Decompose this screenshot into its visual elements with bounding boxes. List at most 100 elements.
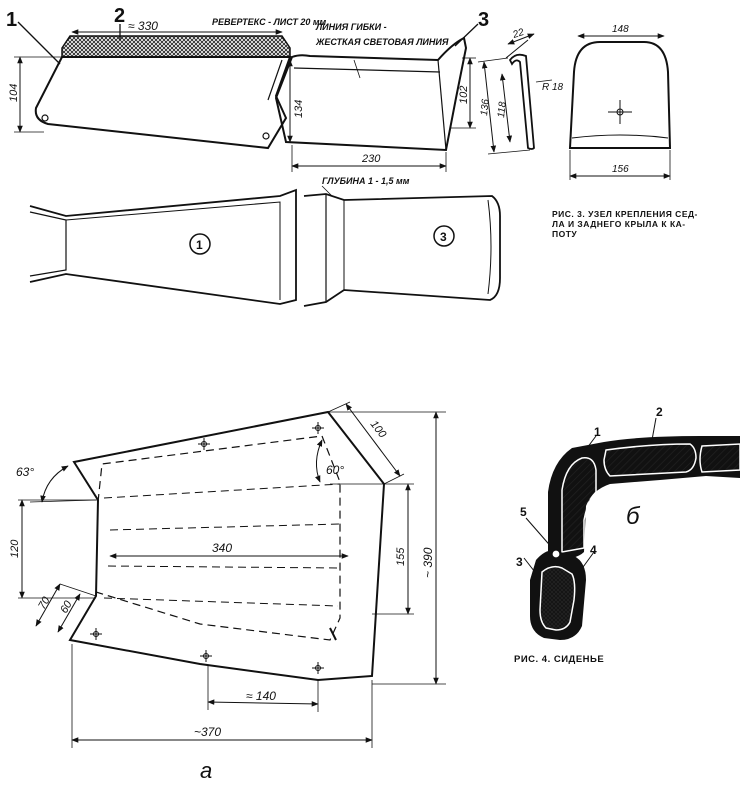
dim-118: 118 xyxy=(496,101,509,118)
dim-70: 70 xyxy=(36,594,53,611)
dimension-line xyxy=(481,61,497,153)
dim-22: 22 xyxy=(511,27,526,41)
note-bend-line: ЛИНИЯ ГИБКИ - xyxy=(315,22,387,32)
dim-340: 340 xyxy=(212,541,232,555)
dim-120: 120 xyxy=(9,539,21,558)
fold-line xyxy=(103,483,341,499)
dim-330: ≈ 330 xyxy=(128,19,158,33)
seat-part-1: 1 xyxy=(594,425,601,439)
seat-hole-markers xyxy=(90,422,324,674)
caption3-line3: ПОТУ xyxy=(552,229,577,239)
leader-line xyxy=(525,517,555,551)
extension-line xyxy=(59,583,97,597)
angle-arc xyxy=(40,465,69,503)
tick-mark xyxy=(329,627,337,641)
fold-line xyxy=(103,597,339,607)
fold-line xyxy=(109,523,341,531)
part1-inner-edge xyxy=(267,59,283,101)
note-depth: ГЛУБИНА 1 - 1,5 мм xyxy=(322,176,410,186)
fold-line xyxy=(107,565,341,569)
note-revertex: РЕВЕРТЕКС - ЛИСТ 20 мм xyxy=(212,17,327,27)
part1-top-outline xyxy=(29,188,297,305)
fig3-hook-detail: 22 R 18 136 118 xyxy=(477,27,564,155)
leader-line xyxy=(651,417,657,441)
circled-number-1: 1 xyxy=(196,238,203,252)
label-b: б xyxy=(626,503,641,530)
leader-line xyxy=(454,23,479,47)
part1-top-edge xyxy=(65,201,281,300)
dimension-line xyxy=(507,33,535,45)
dim-134: 134 xyxy=(293,100,305,118)
angle-60: 60° xyxy=(326,463,344,477)
dim-156: 156 xyxy=(612,164,629,175)
front-view-curve xyxy=(571,134,669,139)
hole-marker xyxy=(262,132,270,140)
seat-outer-contour xyxy=(68,410,386,682)
part3-top-outline xyxy=(303,193,501,307)
hole-marker xyxy=(41,114,49,122)
extension-line xyxy=(477,57,509,63)
fig4b-seat-section: 1 2 3 4 5 б РИС. 4. СИДЕНЬЕ xyxy=(514,405,741,665)
circled-number-3-badge xyxy=(433,225,455,247)
angle-63: 63° xyxy=(16,465,34,479)
leader-line xyxy=(321,185,333,197)
seat-part-4: 4 xyxy=(590,543,597,557)
hook-profile xyxy=(508,53,535,150)
dimension-line xyxy=(57,593,81,633)
dim-136: 136 xyxy=(479,98,492,116)
leader-line xyxy=(577,551,595,575)
fig3-side-view: 1 2 3 ≈ 330 РЕВЕРТЕКС - ЛИСТ 20 мм 104 Л… xyxy=(6,5,489,172)
dimension-line xyxy=(35,583,61,627)
seat-inner-contour xyxy=(95,435,341,641)
circled-number-1-badge xyxy=(189,233,211,255)
seat-part-3: 3 xyxy=(516,555,523,569)
dim-148: 148 xyxy=(612,24,629,35)
dimension-line xyxy=(499,73,513,143)
dim-102: 102 xyxy=(458,86,470,104)
revertex-strip xyxy=(61,35,291,58)
seat-cushion xyxy=(603,443,697,477)
leader-line xyxy=(353,59,361,79)
note-bend-line-2: ЖЕСТКАЯ СВЕТОВАЯ ЛИНИЯ xyxy=(315,37,449,47)
seat-part-2: 2 xyxy=(656,405,663,419)
fig3-top-views: 1 3 ГЛУБИНА 1 - 1,5 мм xyxy=(29,176,501,307)
fig3-front-view: 148 156 xyxy=(568,24,672,180)
part-number-1: 1 xyxy=(6,9,17,31)
dim-140: ≈ 140 xyxy=(246,689,276,703)
extension-line xyxy=(327,401,351,413)
seat-part-5: 5 xyxy=(520,505,527,519)
extension-line xyxy=(383,473,405,485)
extension-line xyxy=(487,149,531,155)
part-number-3: 3 xyxy=(478,9,489,31)
dim-104: 104 xyxy=(8,84,20,102)
part1-side-outline xyxy=(34,56,292,150)
dim-155: 155 xyxy=(395,547,407,566)
dim-370: ~370 xyxy=(194,725,221,739)
label-a: а xyxy=(200,758,212,783)
bend-line xyxy=(293,67,441,73)
part-number-2: 2 xyxy=(114,5,125,27)
leader-line xyxy=(583,435,597,453)
part1-top-inner xyxy=(29,211,67,277)
circled-number-3: 3 xyxy=(440,230,447,244)
caption3-line1: РИС. 3. УЗЕЛ КРЕПЛЕНИЯ СЕД- xyxy=(552,209,698,219)
part3-rear-edge xyxy=(437,59,447,151)
part3-top-curve xyxy=(487,199,492,295)
caption-fig3: РИС. 3. УЗЕЛ КРЕПЛЕНИЯ СЕД- ЛА И ЗАДНЕГО… xyxy=(552,209,698,239)
seam-point xyxy=(551,549,561,559)
leader-line xyxy=(523,557,539,577)
dimension-line xyxy=(345,403,401,477)
leader-line xyxy=(535,79,553,83)
lower-cushion xyxy=(539,565,576,631)
caption4: РИС. 4. СИДЕНЬЕ xyxy=(514,654,604,665)
dim-390: ~ 390 xyxy=(421,547,435,578)
radius-r18: R 18 xyxy=(542,82,564,93)
dimension-line xyxy=(207,699,319,707)
front-view-outline xyxy=(568,41,672,149)
fig4a-seat-pattern: 63° 60° 100 120 340 155 ~ 390 70 xyxy=(9,401,446,783)
seat-cushion-end xyxy=(699,443,741,473)
dim-60: 60 xyxy=(58,598,75,615)
back-cushion xyxy=(561,457,597,553)
hole-marker xyxy=(616,108,624,116)
